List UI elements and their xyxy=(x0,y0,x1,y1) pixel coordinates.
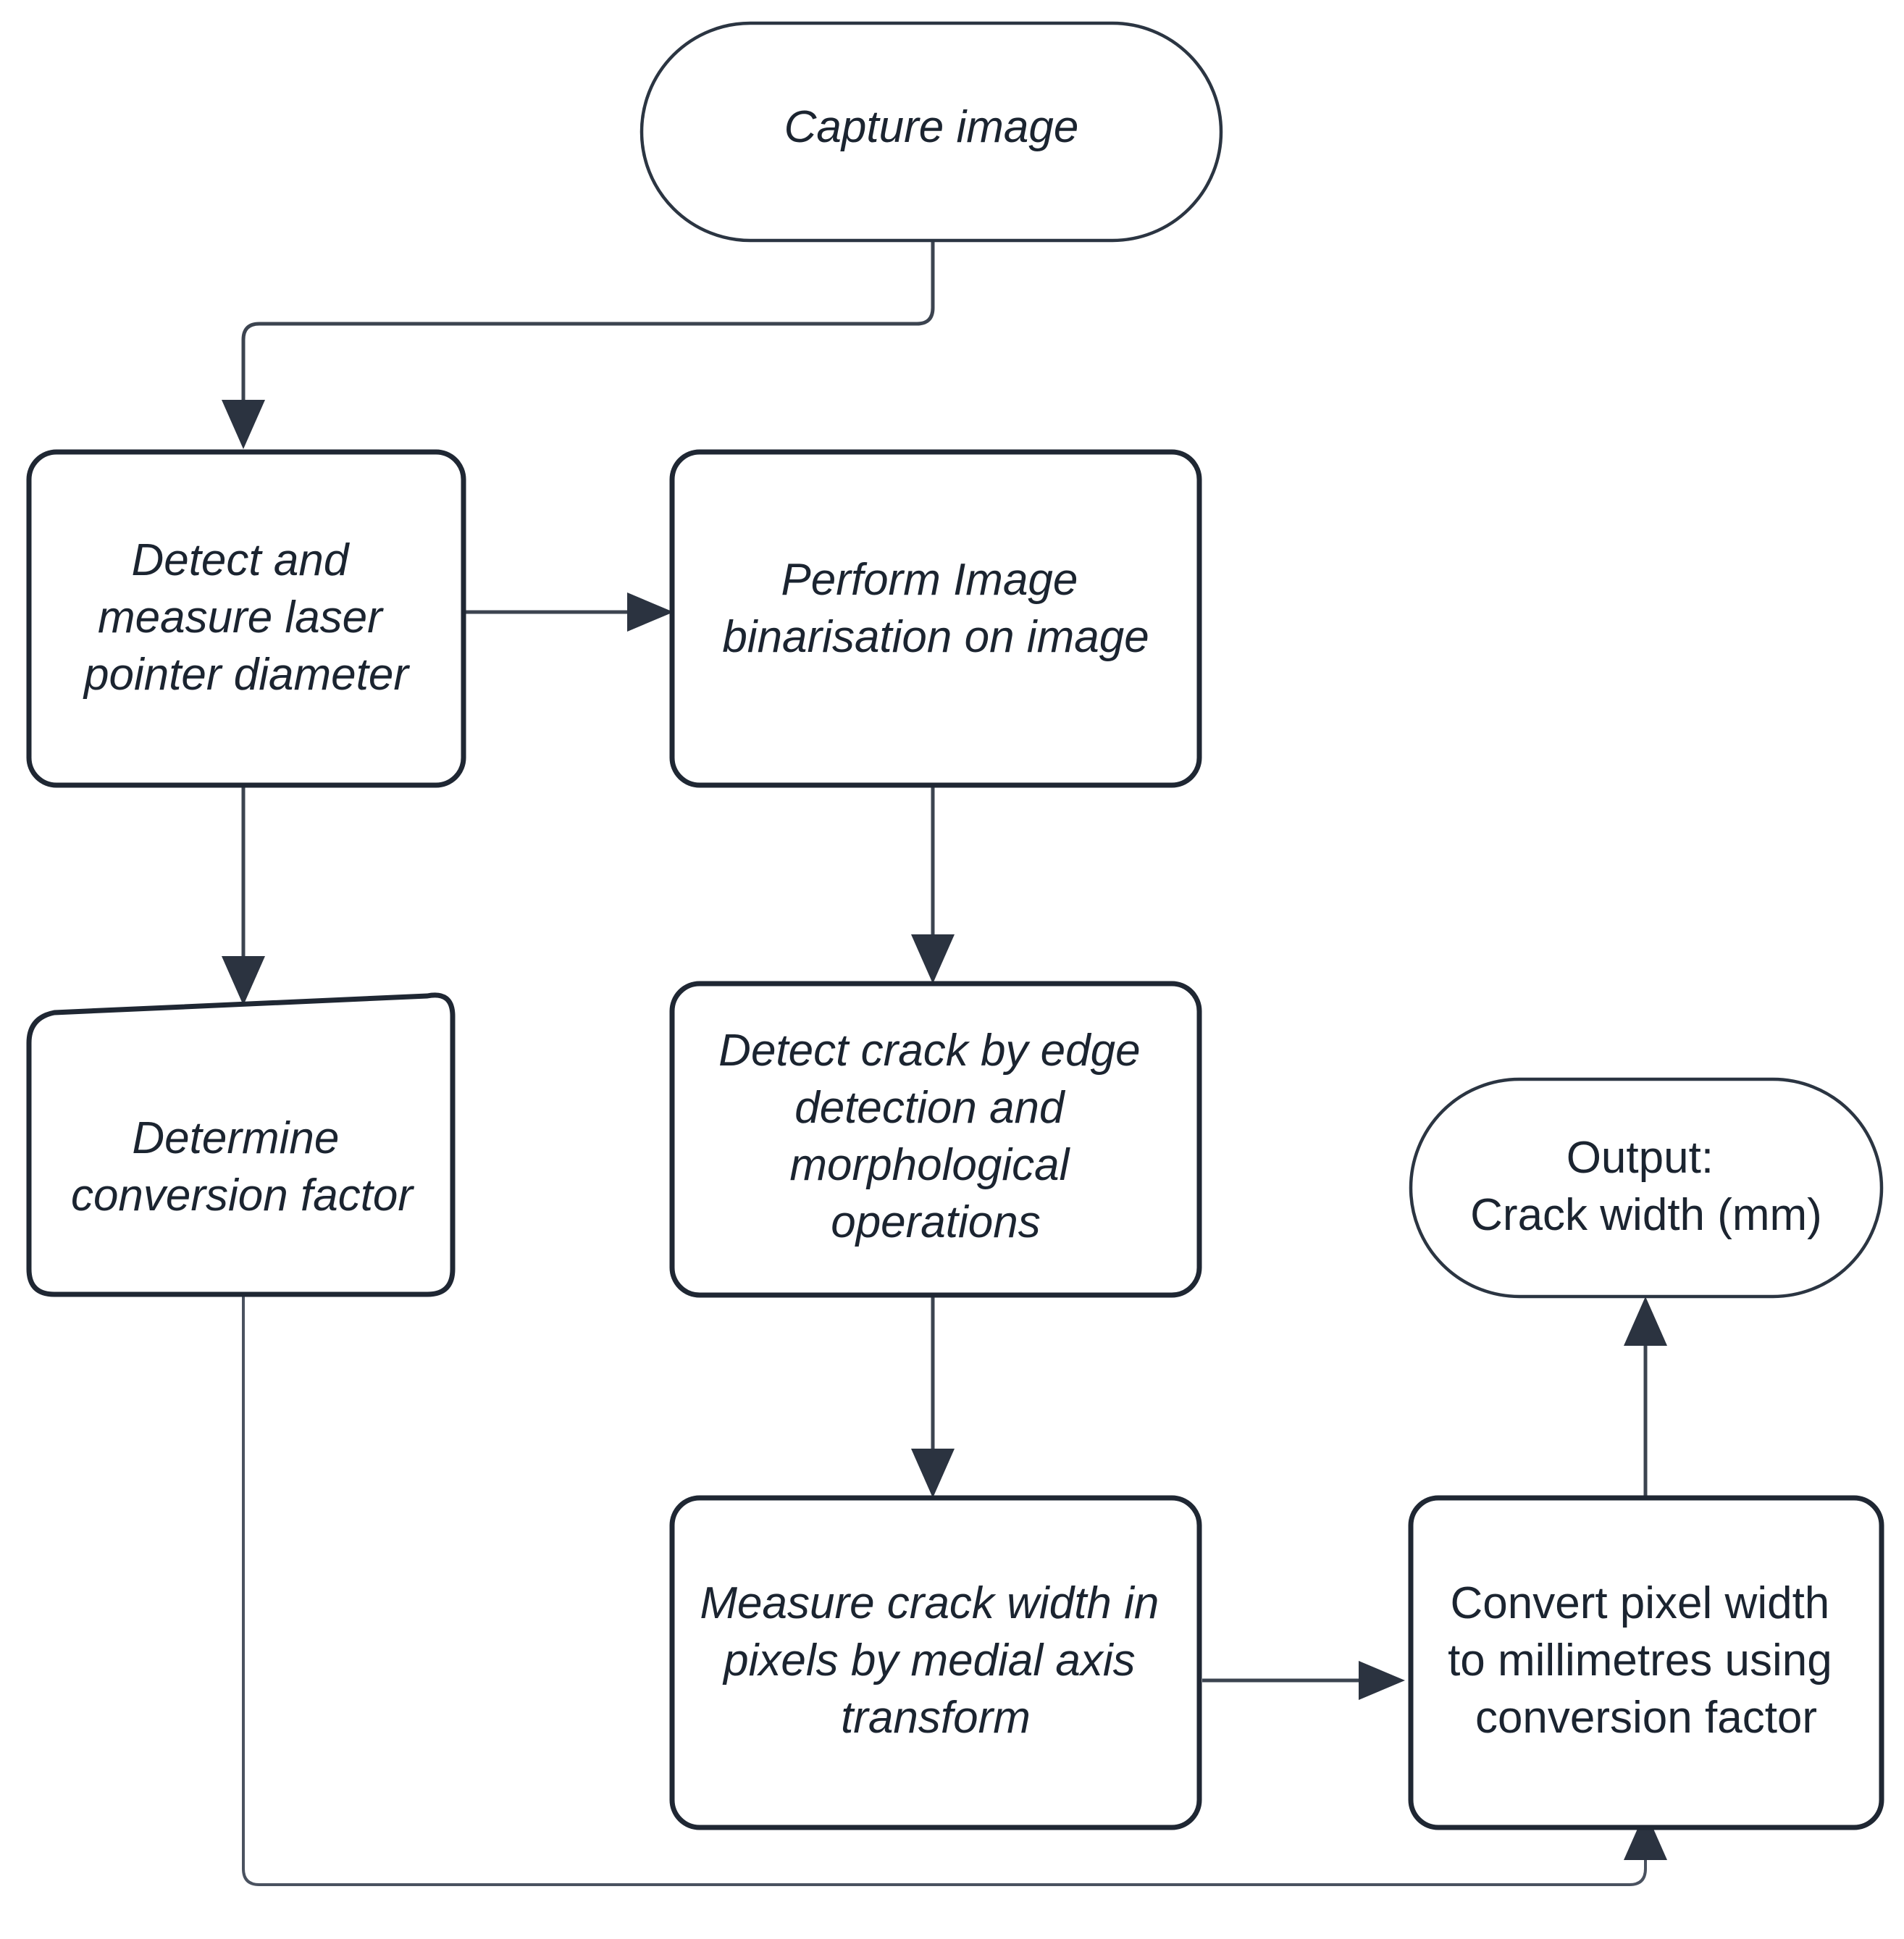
edge-binarise-to-crack xyxy=(911,786,955,984)
svg-text:Detect and measure las: Detect and measure laser pointer diamete… xyxy=(83,535,410,700)
output-crack-width-shape xyxy=(1409,1077,1884,1299)
node-output-crack-width[interactable]: Output: Crack width (mm) xyxy=(1409,1077,1884,1299)
measure-crack-width-pixels-line-1: pixels by medial axis xyxy=(722,1636,1136,1685)
detect-measure-laser-line-2: pointer diameter xyxy=(83,650,410,700)
determine-conversion-factor-shape xyxy=(26,992,456,1297)
edge-measure-to-convert xyxy=(1202,1661,1405,1700)
capture-image-shape xyxy=(639,21,1223,243)
detect-measure-laser-line-0: Detect and xyxy=(131,535,350,585)
detect-crack-edges-line-2: morphological xyxy=(789,1140,1070,1190)
node-perform-binarisation[interactable]: Perform Image binarisation on image xyxy=(669,449,1202,788)
edge-convert-to-output xyxy=(1624,1297,1667,1498)
edge-capture-to-detect xyxy=(222,239,935,449)
convert-pixel-to-mm-line-0: Convert pixel width xyxy=(1450,1578,1829,1628)
capture-image-line-0: Capture image xyxy=(784,102,1079,152)
svg-text:Determine conversion f: Determine conversion factor xyxy=(71,1113,414,1220)
node-detect-crack-edges[interactable]: Detect crack by edge detection and morph… xyxy=(669,981,1202,1298)
determine-conversion-factor-line-1: conversion factor xyxy=(71,1170,414,1220)
svg-text:Convert pixel width to: Convert pixel width to millimetres using… xyxy=(1448,1578,1845,1743)
svg-text:Capture image: Capture image xyxy=(784,102,1079,152)
detect-crack-edges-line-0: Detect crack by edge xyxy=(718,1026,1140,1076)
measure-crack-width-pixels-line-2: transform xyxy=(841,1693,1031,1743)
convert-pixel-to-mm-line-1: to millimetres using xyxy=(1448,1636,1832,1685)
detect-measure-laser-line-1: measure laser xyxy=(98,592,384,642)
perform-binarisation-line-1: binarisation on image xyxy=(722,612,1149,662)
detect-crack-edges-shape xyxy=(669,981,1202,1298)
convert-pixel-to-mm-line-2: conversion factor xyxy=(1475,1693,1817,1743)
edge-detect-to-binarise xyxy=(464,592,674,632)
svg-text:Measure crack width in: Measure crack width in pixels by medial … xyxy=(700,1578,1171,1743)
detect-crack-edges-line-3: operations xyxy=(831,1197,1041,1247)
node-capture-image[interactable]: Capture image xyxy=(639,21,1223,243)
svg-text:Detect crack by edge d: Detect crack by edge detection and morph… xyxy=(718,1026,1153,1247)
node-detect-measure-laser[interactable]: Detect and measure laser pointer diamete… xyxy=(26,449,466,788)
convert-pixel-to-mm-shape xyxy=(1408,1495,1884,1830)
detect-measure-laser-shape xyxy=(26,449,466,788)
node-measure-crack-width-pixels[interactable]: Measure crack width in pixels by medial … xyxy=(669,1495,1202,1830)
svg-text:Output: Crack width (m: Output: Crack width (mm) xyxy=(1470,1133,1822,1240)
perform-binarisation-line-0: Perform Image xyxy=(781,555,1078,605)
svg-text:Perform Image binarisa: Perform Image binarisation on image xyxy=(722,555,1149,662)
node-convert-pixel-to-mm[interactable]: Convert pixel width to millimetres using… xyxy=(1408,1495,1884,1830)
output-crack-width-line-1: Crack width (mm) xyxy=(1470,1190,1822,1240)
measure-crack-width-pixels-line-0: Measure crack width in xyxy=(700,1578,1159,1628)
determine-conversion-factor-line-0: Determine xyxy=(132,1113,339,1163)
edge-crack-to-measure xyxy=(911,1297,955,1498)
edge-conversion-to-conversion-factor-use xyxy=(242,1297,1667,1886)
measure-crack-width-pixels-shape xyxy=(669,1495,1202,1830)
node-determine-conversion-factor[interactable]: Determine conversion factor xyxy=(26,992,456,1297)
output-crack-width-line-0: Output: xyxy=(1567,1133,1714,1183)
edge-detect-to-conversion xyxy=(222,786,265,1005)
detect-crack-edges-line-1: detection and xyxy=(794,1083,1066,1133)
perform-binarisation-shape xyxy=(669,449,1202,788)
